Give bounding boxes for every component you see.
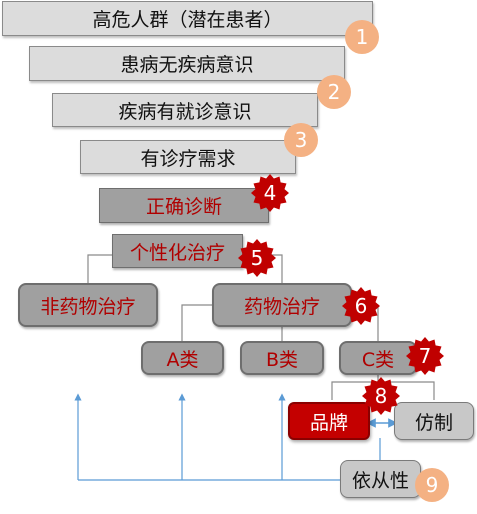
circle-icon (415, 468, 449, 502)
step-personalized-treatment: 个性化治疗 (112, 234, 243, 268)
class-b: B类 (240, 341, 324, 375)
brand-box: 品牌 (288, 402, 370, 440)
starburst-seal-icon (251, 174, 289, 212)
badge-2: 2 (315, 73, 353, 111)
starburst-seal-icon (406, 337, 444, 375)
badge-6: 6 (341, 286, 381, 326)
starburst-seal-icon (342, 287, 380, 325)
badge-8: 8 (361, 376, 401, 416)
starburst-seal-icon (238, 239, 276, 277)
badge-7: 7 (405, 336, 445, 376)
step-non-drug-treatment: 非药物治疗 (18, 283, 158, 327)
compliance-box: 依从性 (340, 460, 421, 498)
badge-3: 3 (282, 121, 320, 159)
circle-icon (345, 20, 379, 54)
badge-1: 1 (343, 18, 381, 56)
class-a: A类 (141, 341, 224, 375)
circle-icon (317, 75, 351, 109)
generic-box: 仿制 (394, 402, 474, 440)
step-demand: 有诊疗需求 (80, 140, 296, 174)
badge-5: 5 (237, 238, 277, 278)
badge-4: 4 (250, 173, 290, 213)
circle-icon (284, 123, 318, 157)
connector-personalized-left (87, 254, 112, 283)
step-diagnosis: 正确诊断 (99, 188, 269, 223)
step-awareness: 疾病有就诊意识 (52, 93, 318, 127)
step-drug-treatment: 药物治疗 (212, 283, 352, 327)
step-no-awareness: 患病无疾病意识 (29, 46, 345, 81)
badge-9: 9 (413, 466, 451, 504)
step-high-risk: 高危人群（潜在患者） (2, 1, 373, 36)
connector-drug-to-a (181, 304, 212, 341)
starburst-seal-icon (362, 377, 400, 415)
